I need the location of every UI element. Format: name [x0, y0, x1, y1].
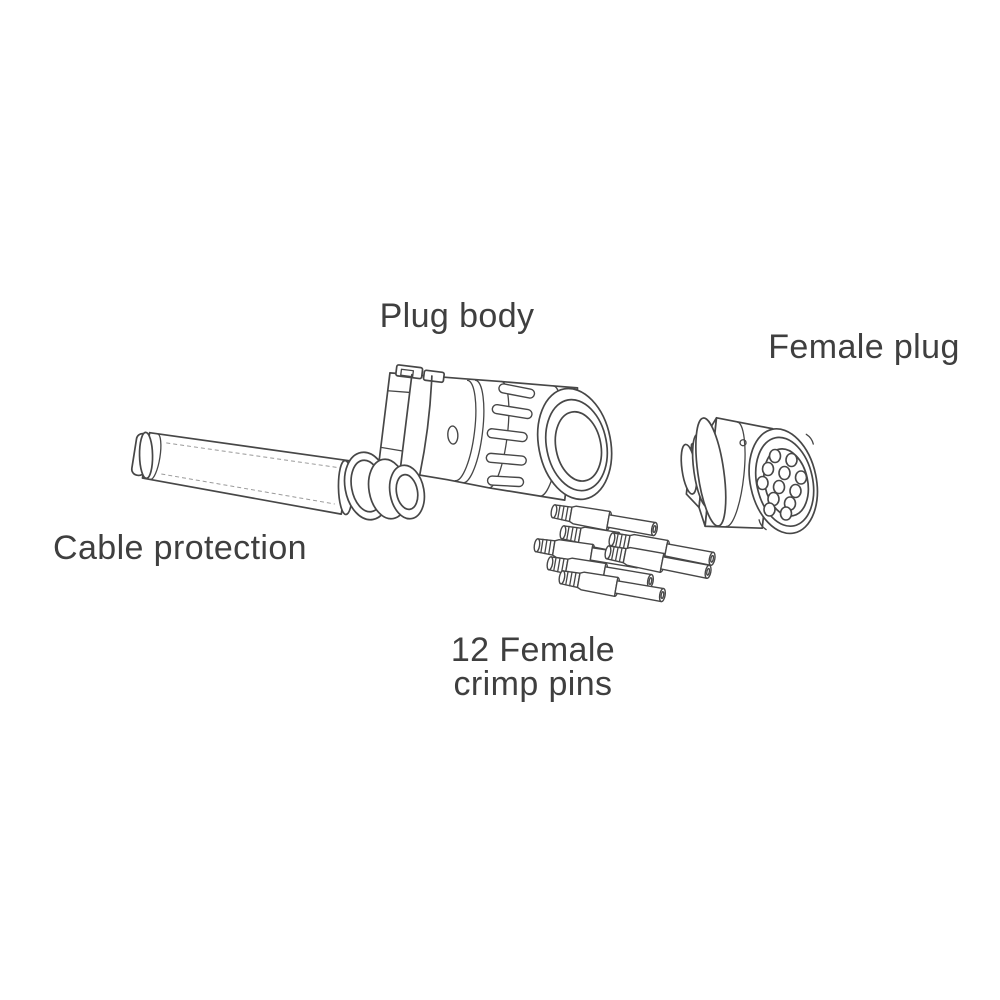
crimp-pins-label-line2: crimp pins — [453, 665, 613, 703]
cable-protection-drawing — [130, 431, 354, 516]
plug-body-drawing — [377, 364, 613, 501]
grommet-drawing — [343, 451, 426, 521]
pin-holes — [756, 448, 808, 521]
female-plug-label: Female plug — [768, 328, 960, 366]
plug-body-label: Plug body — [379, 297, 535, 335]
cable-protection-label: Cable protection — [53, 529, 307, 567]
female-plug-drawing — [680, 416, 819, 535]
crimp-pins-label: 12 Female crimp pins — [417, 633, 649, 701]
crimp-pins-drawing — [532, 500, 718, 606]
crimp-pins-label-line1: 12 Female — [450, 631, 616, 669]
